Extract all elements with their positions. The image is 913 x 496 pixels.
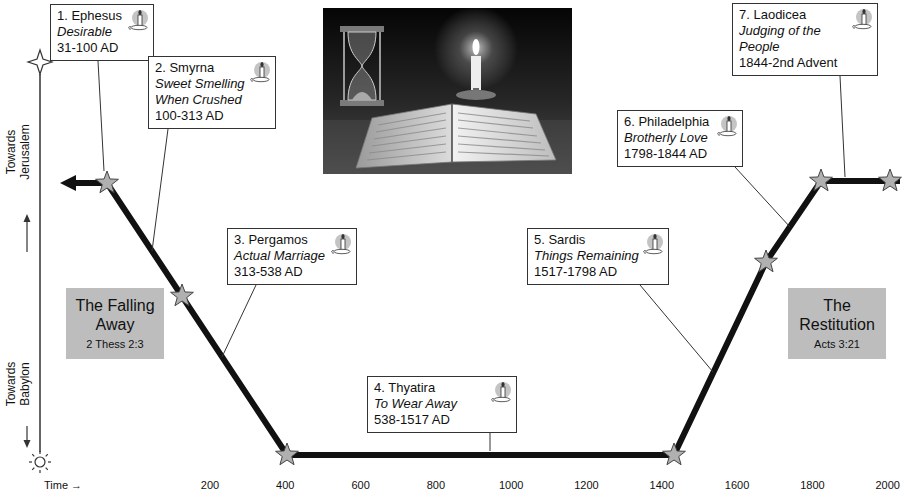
node-text: 2 Thess 2:3 xyxy=(70,337,160,351)
node-text: 100-313 AD xyxy=(155,108,247,124)
church-callout: 6. PhiladelphiaBrotherly Love1798-1844 A… xyxy=(617,110,743,167)
node-text: To Wear Away xyxy=(374,396,488,412)
tick-label: 600 xyxy=(351,479,369,492)
node-text: 1517-1798 AD xyxy=(534,264,640,280)
tick-label: 800 xyxy=(427,479,445,492)
photo-illustration xyxy=(323,6,572,174)
node-text: Brotherly Love xyxy=(624,130,714,146)
tick-label: 1600 xyxy=(725,479,749,492)
node-text: Judging of the People xyxy=(739,23,849,55)
candle-icon xyxy=(250,61,272,85)
node-heading: 3. Pergamos xyxy=(234,232,328,248)
period-star xyxy=(96,171,119,193)
node-heading: 2. Smyrna xyxy=(155,60,247,76)
candle-icon xyxy=(491,381,513,405)
node-text: Acts 3:21 xyxy=(792,337,882,351)
node-heading: 6. Philadelphia xyxy=(624,114,714,130)
church-callout: 1. EphesusDesirable31-100 AD xyxy=(50,4,154,61)
node-heading: 7. Laodicea xyxy=(739,7,849,23)
tick-label: 1200 xyxy=(574,479,598,492)
candle-icon xyxy=(852,8,874,32)
leader-line xyxy=(98,61,104,171)
church-callout: 7. LaodiceaJudging of the People1844-2nd… xyxy=(732,3,878,76)
period-star xyxy=(810,169,833,191)
node-text: Sweet Smelling When Crushed xyxy=(155,76,247,108)
period-star xyxy=(879,169,902,191)
node-heading: 5. Sardis xyxy=(534,232,640,248)
node-text: 1844-2nd Advent xyxy=(739,55,849,71)
tick-label: 1000 xyxy=(499,479,523,492)
tick-label: 200 xyxy=(201,479,219,492)
node-text: 31-100 AD xyxy=(57,40,125,56)
axis-label: Towards Babylon xyxy=(4,352,32,416)
period-star xyxy=(171,284,194,306)
candle-icon xyxy=(128,9,150,33)
leader-line xyxy=(152,129,168,251)
period-star xyxy=(663,443,686,465)
node-heading: The Falling Away xyxy=(70,296,160,334)
direction-axis xyxy=(24,50,53,473)
node-text: Actual Marriage xyxy=(234,248,328,264)
node-heading: The Restitution xyxy=(792,296,882,334)
node-text: 538-1517 AD xyxy=(374,412,488,428)
tick-label: 1400 xyxy=(650,479,674,492)
node-text: Things Remaining xyxy=(534,248,640,264)
timeline-arrowhead xyxy=(60,175,76,191)
leader-line xyxy=(490,433,491,451)
church-callout: 3. PergamosActual Marriage313-538 AD xyxy=(227,228,357,285)
timeline-line xyxy=(74,181,900,455)
axis-title: Time → xyxy=(44,479,82,492)
period-box: The Falling Away 2 Thess 2:3 xyxy=(66,288,164,359)
node-text: Desirable xyxy=(57,24,125,40)
leader-line xyxy=(640,285,713,372)
candle-icon xyxy=(643,233,665,257)
period-star xyxy=(755,250,778,272)
tick-label: 400 xyxy=(276,479,294,492)
leader-line xyxy=(222,285,256,357)
church-callout: 2. SmyrnaSweet Smelling When Crushed100-… xyxy=(148,56,276,129)
church-callout: 5. SardisThings Remaining1517-1798 AD xyxy=(527,228,669,285)
period-star xyxy=(276,443,299,465)
node-text: 313-538 AD xyxy=(234,264,328,280)
node-heading: 1. Ephesus xyxy=(57,8,125,24)
node-text: 1798-1844 AD xyxy=(624,146,714,162)
church-callout: 4. ThyatiraTo Wear Away538-1517 AD xyxy=(367,376,517,433)
period-box: The RestitutionActs 3:21 xyxy=(788,288,886,359)
candle-icon xyxy=(331,233,353,257)
node-heading: 4. Thyatira xyxy=(374,380,488,396)
leader-line xyxy=(735,167,790,227)
axis-label: Towards Jerusalem xyxy=(4,120,32,184)
tick-label: 1800 xyxy=(800,479,824,492)
leader-line xyxy=(840,76,845,177)
tick-label: 2000 xyxy=(875,479,899,492)
candle-icon xyxy=(717,115,739,139)
